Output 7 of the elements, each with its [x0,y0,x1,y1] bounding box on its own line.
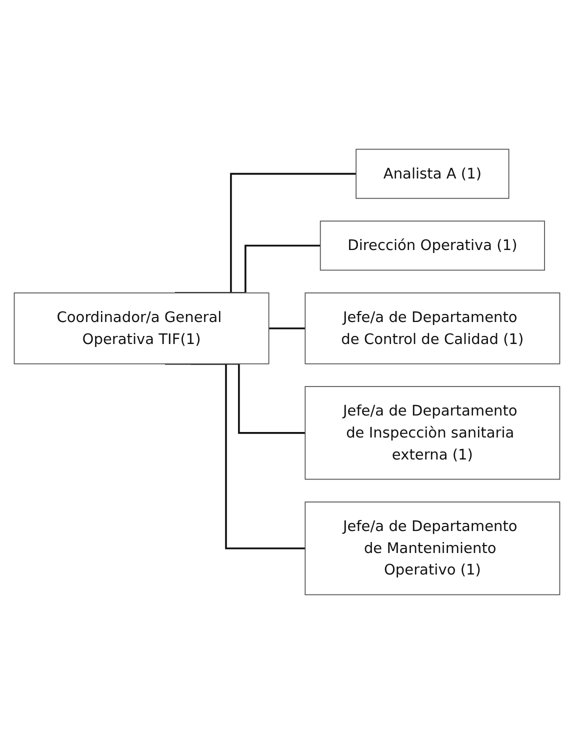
node-box: Jefe/a de Departamento de Inspecciòn sanitaria externa (1) [304,386,560,480]
node-box: Jefe/a de Departamento de Mantenimiento Operativo (1) [304,502,560,596]
connector [268,327,306,330]
node-box: Analista A (1) [356,148,510,199]
node-box: Dirección Operativa (1) [320,220,545,271]
node-box: Jefe/a de Departamento de Control de Calidad (1) [304,292,560,364]
node-box: Coordinador/a General Operativa TIF(1) [14,292,270,364]
